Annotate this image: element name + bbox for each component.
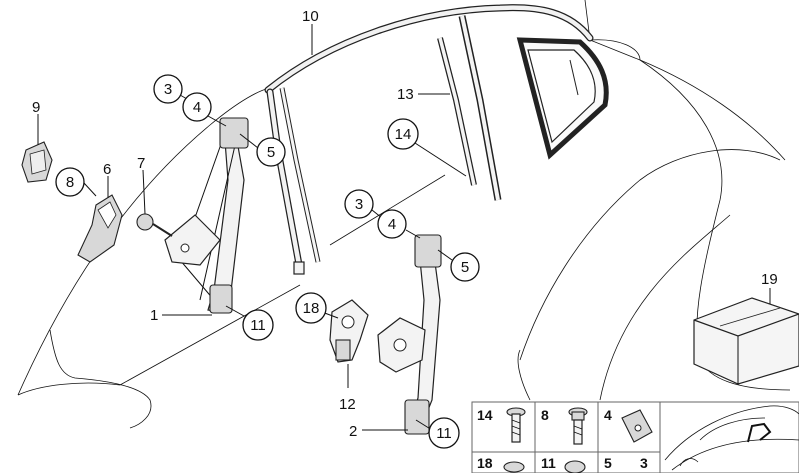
grid-part-8: 8 — [541, 407, 549, 423]
callout-8-circle — [55, 167, 85, 197]
callout-8: 8 — [66, 174, 74, 191]
callout-2: 2 — [349, 423, 357, 440]
callout-6: 6 — [103, 161, 111, 178]
callout-3b-circle — [344, 189, 374, 219]
left-window-regulator — [164, 117, 249, 314]
grid-part-5: 5 — [604, 455, 612, 471]
quarter-window-seal — [516, 37, 609, 160]
callout-3a: 3 — [164, 81, 172, 98]
callout-11b: 11 — [436, 425, 452, 442]
door-frame-seal — [264, 4, 594, 275]
callout-18: 18 — [303, 300, 320, 317]
callout-4a-circle — [182, 92, 212, 122]
callout-4b-circle — [377, 209, 407, 239]
grid-part-4: 4 — [604, 407, 612, 423]
callout-3a-circle — [153, 74, 183, 104]
car-location-sketch — [664, 405, 799, 471]
callout-1: 1 — [150, 307, 158, 324]
callout-11a-circle — [242, 309, 274, 341]
callout-5a: 5 — [267, 144, 275, 161]
grid-part-14: 14 — [477, 407, 493, 423]
right-window-regulator — [377, 234, 442, 435]
grid-part-3: 3 — [640, 455, 648, 471]
callout-5a-circle — [256, 137, 286, 167]
callout-13: 13 — [397, 86, 414, 103]
callout-18-circle — [295, 292, 327, 324]
callout-7: 7 — [137, 155, 145, 172]
window-motor — [329, 299, 369, 363]
parts-box — [693, 297, 799, 385]
screw-14-icon — [506, 407, 526, 443]
callout-4a: 4 — [193, 99, 201, 116]
callout-3b: 3 — [355, 196, 363, 213]
callout-14: 14 — [395, 126, 412, 143]
callout-19: 19 — [761, 271, 778, 288]
window-crank-parts — [21, 141, 173, 263]
callout-10: 10 — [302, 8, 319, 25]
cap-5-icon — [564, 460, 586, 473]
callout-11a: 11 — [250, 317, 266, 334]
window-guide-rails — [437, 15, 502, 201]
grid-part-18: 18 — [477, 455, 493, 471]
cap-11-icon — [503, 461, 525, 473]
clip-4-icon — [621, 409, 653, 443]
callout-9: 9 — [32, 99, 40, 116]
callout-11b-circle — [428, 417, 460, 449]
bolt-8-icon — [568, 407, 588, 445]
callouts: 10 3 4 5 9 6 7 8 1 11 13 14 3 4 5 18 12 … — [32, 8, 778, 449]
small-parts-grid: 14 8 4 18 11 5 3 — [471, 401, 799, 473]
callout-4b: 4 — [388, 216, 396, 233]
callout-5b-circle — [450, 252, 480, 282]
callout-12: 12 — [339, 396, 356, 413]
grid-part-11: 11 — [541, 455, 556, 471]
callout-5b: 5 — [461, 259, 469, 276]
callout-14-circle — [387, 118, 419, 150]
